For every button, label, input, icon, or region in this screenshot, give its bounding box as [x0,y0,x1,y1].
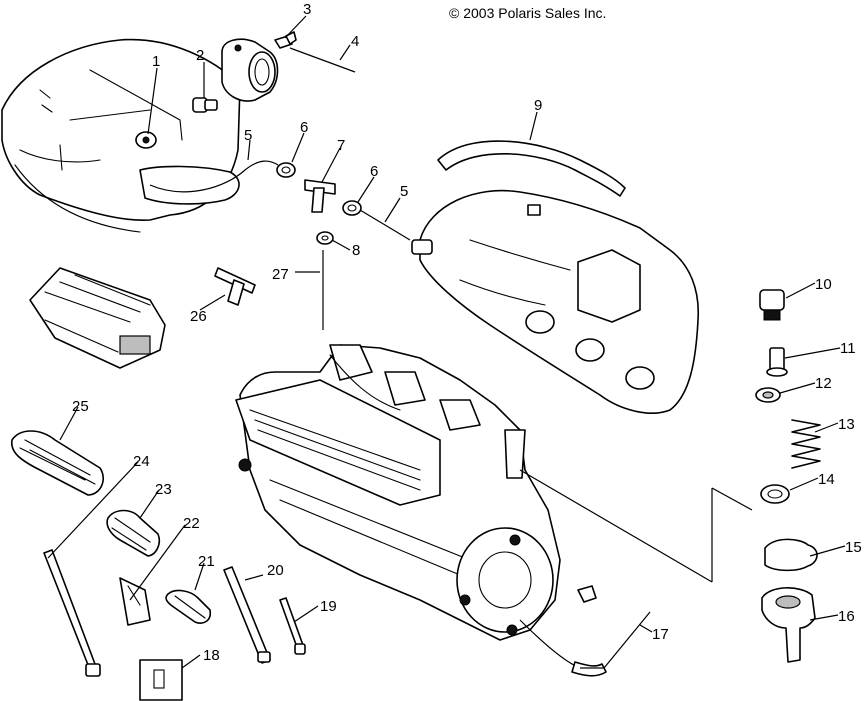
callout-25: 25 [72,398,89,415]
callout-20: 20 [267,562,284,579]
tee-26 [214,267,256,306]
callout-13: 13 [838,416,855,433]
clamp-8 [316,231,334,245]
callout-22: 22 [183,515,200,532]
callout-14: 14 [818,471,835,488]
rod-24 [43,549,101,677]
rod-20 [223,566,271,664]
clamp-6-right [342,200,362,216]
callout-26: 26 [190,308,207,325]
callout-5-right: 5 [400,183,408,200]
callout-9: 9 [534,97,542,114]
callout-6-left: 6 [300,119,308,136]
intake-body [221,38,279,102]
callout-8: 8 [352,242,360,259]
callout-labels: 1 2 3 4 5 5 6 6 7 8 9 10 11 12 13 14 15 … [72,1,862,664]
bracket-22 [119,577,151,626]
tee-7 [304,179,336,213]
washer-12 [755,387,781,403]
gasket-15 [764,538,818,572]
callout-6-right: 6 [370,163,378,180]
sleeve-25 [11,430,104,496]
callout-3: 3 [303,1,311,18]
plug-11 [766,347,788,377]
module-box [29,267,166,369]
housing-16 [761,587,816,663]
hose-5-right [359,209,411,241]
callout-19: 19 [320,598,337,615]
fittings-17 [519,585,651,677]
spring-13 [791,419,821,469]
engine-assembly [235,344,561,641]
callout-27: 27 [272,266,289,283]
callout-15: 15 [845,539,862,556]
callout-5-left: 5 [244,127,252,144]
ring-14 [760,484,790,504]
callout-7: 7 [337,137,345,154]
callout-10: 10 [815,276,832,293]
hose-4 [289,47,356,73]
hull-cowling [1,38,241,233]
callout-1: 1 [152,53,160,70]
callout-12: 12 [815,375,832,392]
callout-18: 18 [203,647,220,664]
callout-21: 21 [198,553,215,570]
clamp-6-left [276,162,296,178]
hose-5-left [149,160,279,193]
cap-10 [759,289,785,321]
callout-23: 23 [155,481,172,498]
assembly-leader [519,469,753,583]
rod-19 [279,597,306,655]
callout-leaders [47,15,846,669]
fitting-2 [192,97,218,113]
callout-17: 17 [652,626,669,643]
callout-4: 4 [351,33,359,50]
exhaust-manifold [411,189,700,414]
callout-2: 2 [196,47,204,64]
copyright-text: © 2003 Polaris Sales Inc. [449,5,606,21]
callout-24: 24 [133,453,150,470]
sleeve-21 [165,589,212,624]
elbow-3 [274,31,297,49]
label-18 [139,659,183,701]
hose-9 [437,140,626,197]
callout-16: 16 [838,608,855,625]
sleeve-23 [106,509,161,557]
callout-11: 11 [840,340,856,357]
